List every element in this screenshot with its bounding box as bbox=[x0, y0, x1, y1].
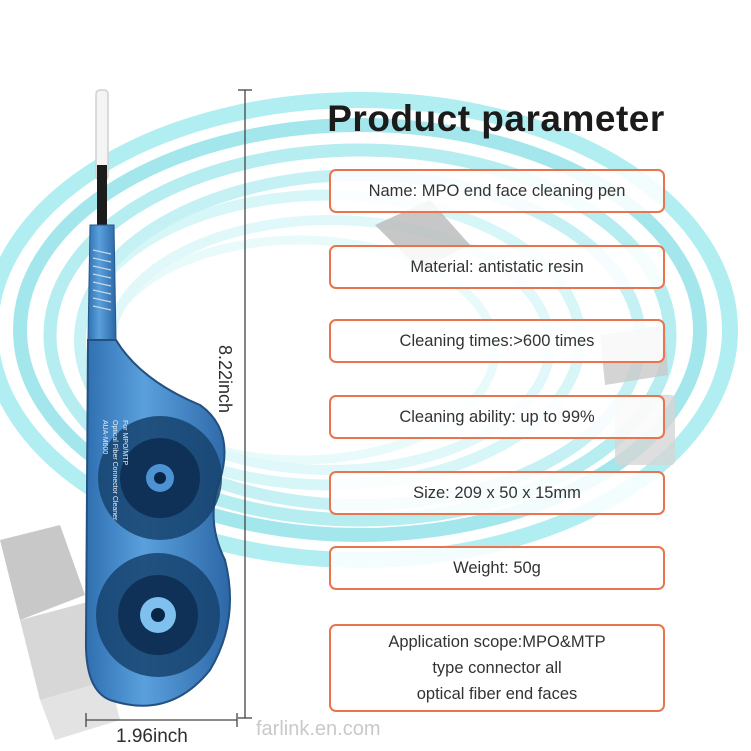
device-label-line2: Optical Fiber Connector Cleaner bbox=[111, 420, 118, 521]
device-label-line1: AUA-M600 bbox=[101, 420, 108, 454]
param-application-scope: Application scope:MPO&MTP type connector… bbox=[329, 624, 665, 712]
param-cleaning-times: Cleaning times:>600 times bbox=[329, 319, 665, 363]
page-title: Product parameter bbox=[327, 98, 665, 139]
watermark: farlink.en.com bbox=[256, 718, 381, 740]
device-label-line3: For MPO/MTP bbox=[121, 420, 128, 465]
dimension-lines bbox=[85, 89, 252, 727]
cleaning-pen-icon bbox=[84, 89, 231, 707]
device-label: AUA-M600 Optical Fiber Connector Cleaner… bbox=[101, 420, 128, 521]
width-dimension-label: 1.96inch bbox=[116, 726, 188, 747]
param-cleaning-ability: Cleaning ability: up to 99% bbox=[329, 395, 665, 439]
param-size: Size: 209 x 50 x 15mm bbox=[329, 471, 665, 515]
height-dimension-label: 8.22inch bbox=[215, 345, 235, 414]
param-name: Name: MPO end face cleaning pen bbox=[329, 169, 665, 213]
application-line-1: Application scope:MPO&MTP bbox=[388, 633, 606, 651]
application-line-3: optical fiber end faces bbox=[416, 685, 578, 703]
application-line-2: type connector all bbox=[432, 659, 562, 677]
param-weight: Weight: 50g bbox=[329, 546, 665, 590]
param-material: Material: antistatic resin bbox=[329, 245, 665, 289]
